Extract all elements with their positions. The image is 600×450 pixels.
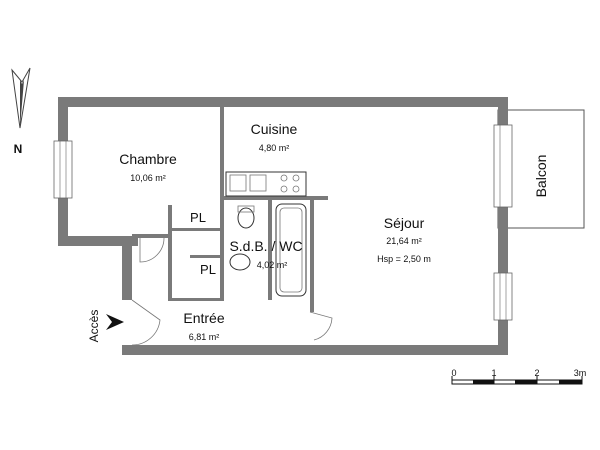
scale-tick-1: 1 bbox=[491, 368, 496, 378]
sdb-area: 4,02 m² bbox=[257, 260, 288, 270]
windows bbox=[53, 124, 513, 321]
entree-name: Entrée bbox=[183, 310, 224, 326]
chambre-name: Chambre bbox=[119, 151, 177, 167]
access-arrow-icon bbox=[106, 314, 124, 330]
bathroom-fixtures bbox=[229, 203, 307, 297]
sejour-area: 21,64 m² bbox=[386, 236, 422, 246]
north-arrow-icon bbox=[11, 67, 31, 129]
placard-label-bottom: PL bbox=[200, 262, 216, 277]
access-label: Accès bbox=[87, 310, 101, 343]
balcon-label: Balcon bbox=[533, 155, 549, 198]
sejour-name: Séjour bbox=[384, 215, 425, 231]
scale-tick-0: 0 bbox=[451, 368, 456, 378]
scale-bar bbox=[451, 376, 583, 385]
scale-tick-2: 2 bbox=[534, 368, 539, 378]
cuisine-area: 4,80 m² bbox=[259, 143, 290, 153]
kitchen-fixtures bbox=[225, 171, 307, 197]
chambre-area: 10,06 m² bbox=[130, 173, 166, 183]
scale-tick-3: 3m bbox=[574, 368, 587, 378]
walls bbox=[58, 97, 508, 355]
sejour-height: Hsp = 2,50 m bbox=[377, 254, 431, 264]
entree-area: 6,81 m² bbox=[189, 332, 220, 342]
cuisine-name: Cuisine bbox=[251, 121, 298, 137]
north-label: N bbox=[14, 142, 23, 156]
sdb-name: S.d.B. / WC bbox=[229, 238, 302, 254]
placard-label-top: PL bbox=[190, 210, 206, 225]
doors bbox=[131, 237, 333, 346]
